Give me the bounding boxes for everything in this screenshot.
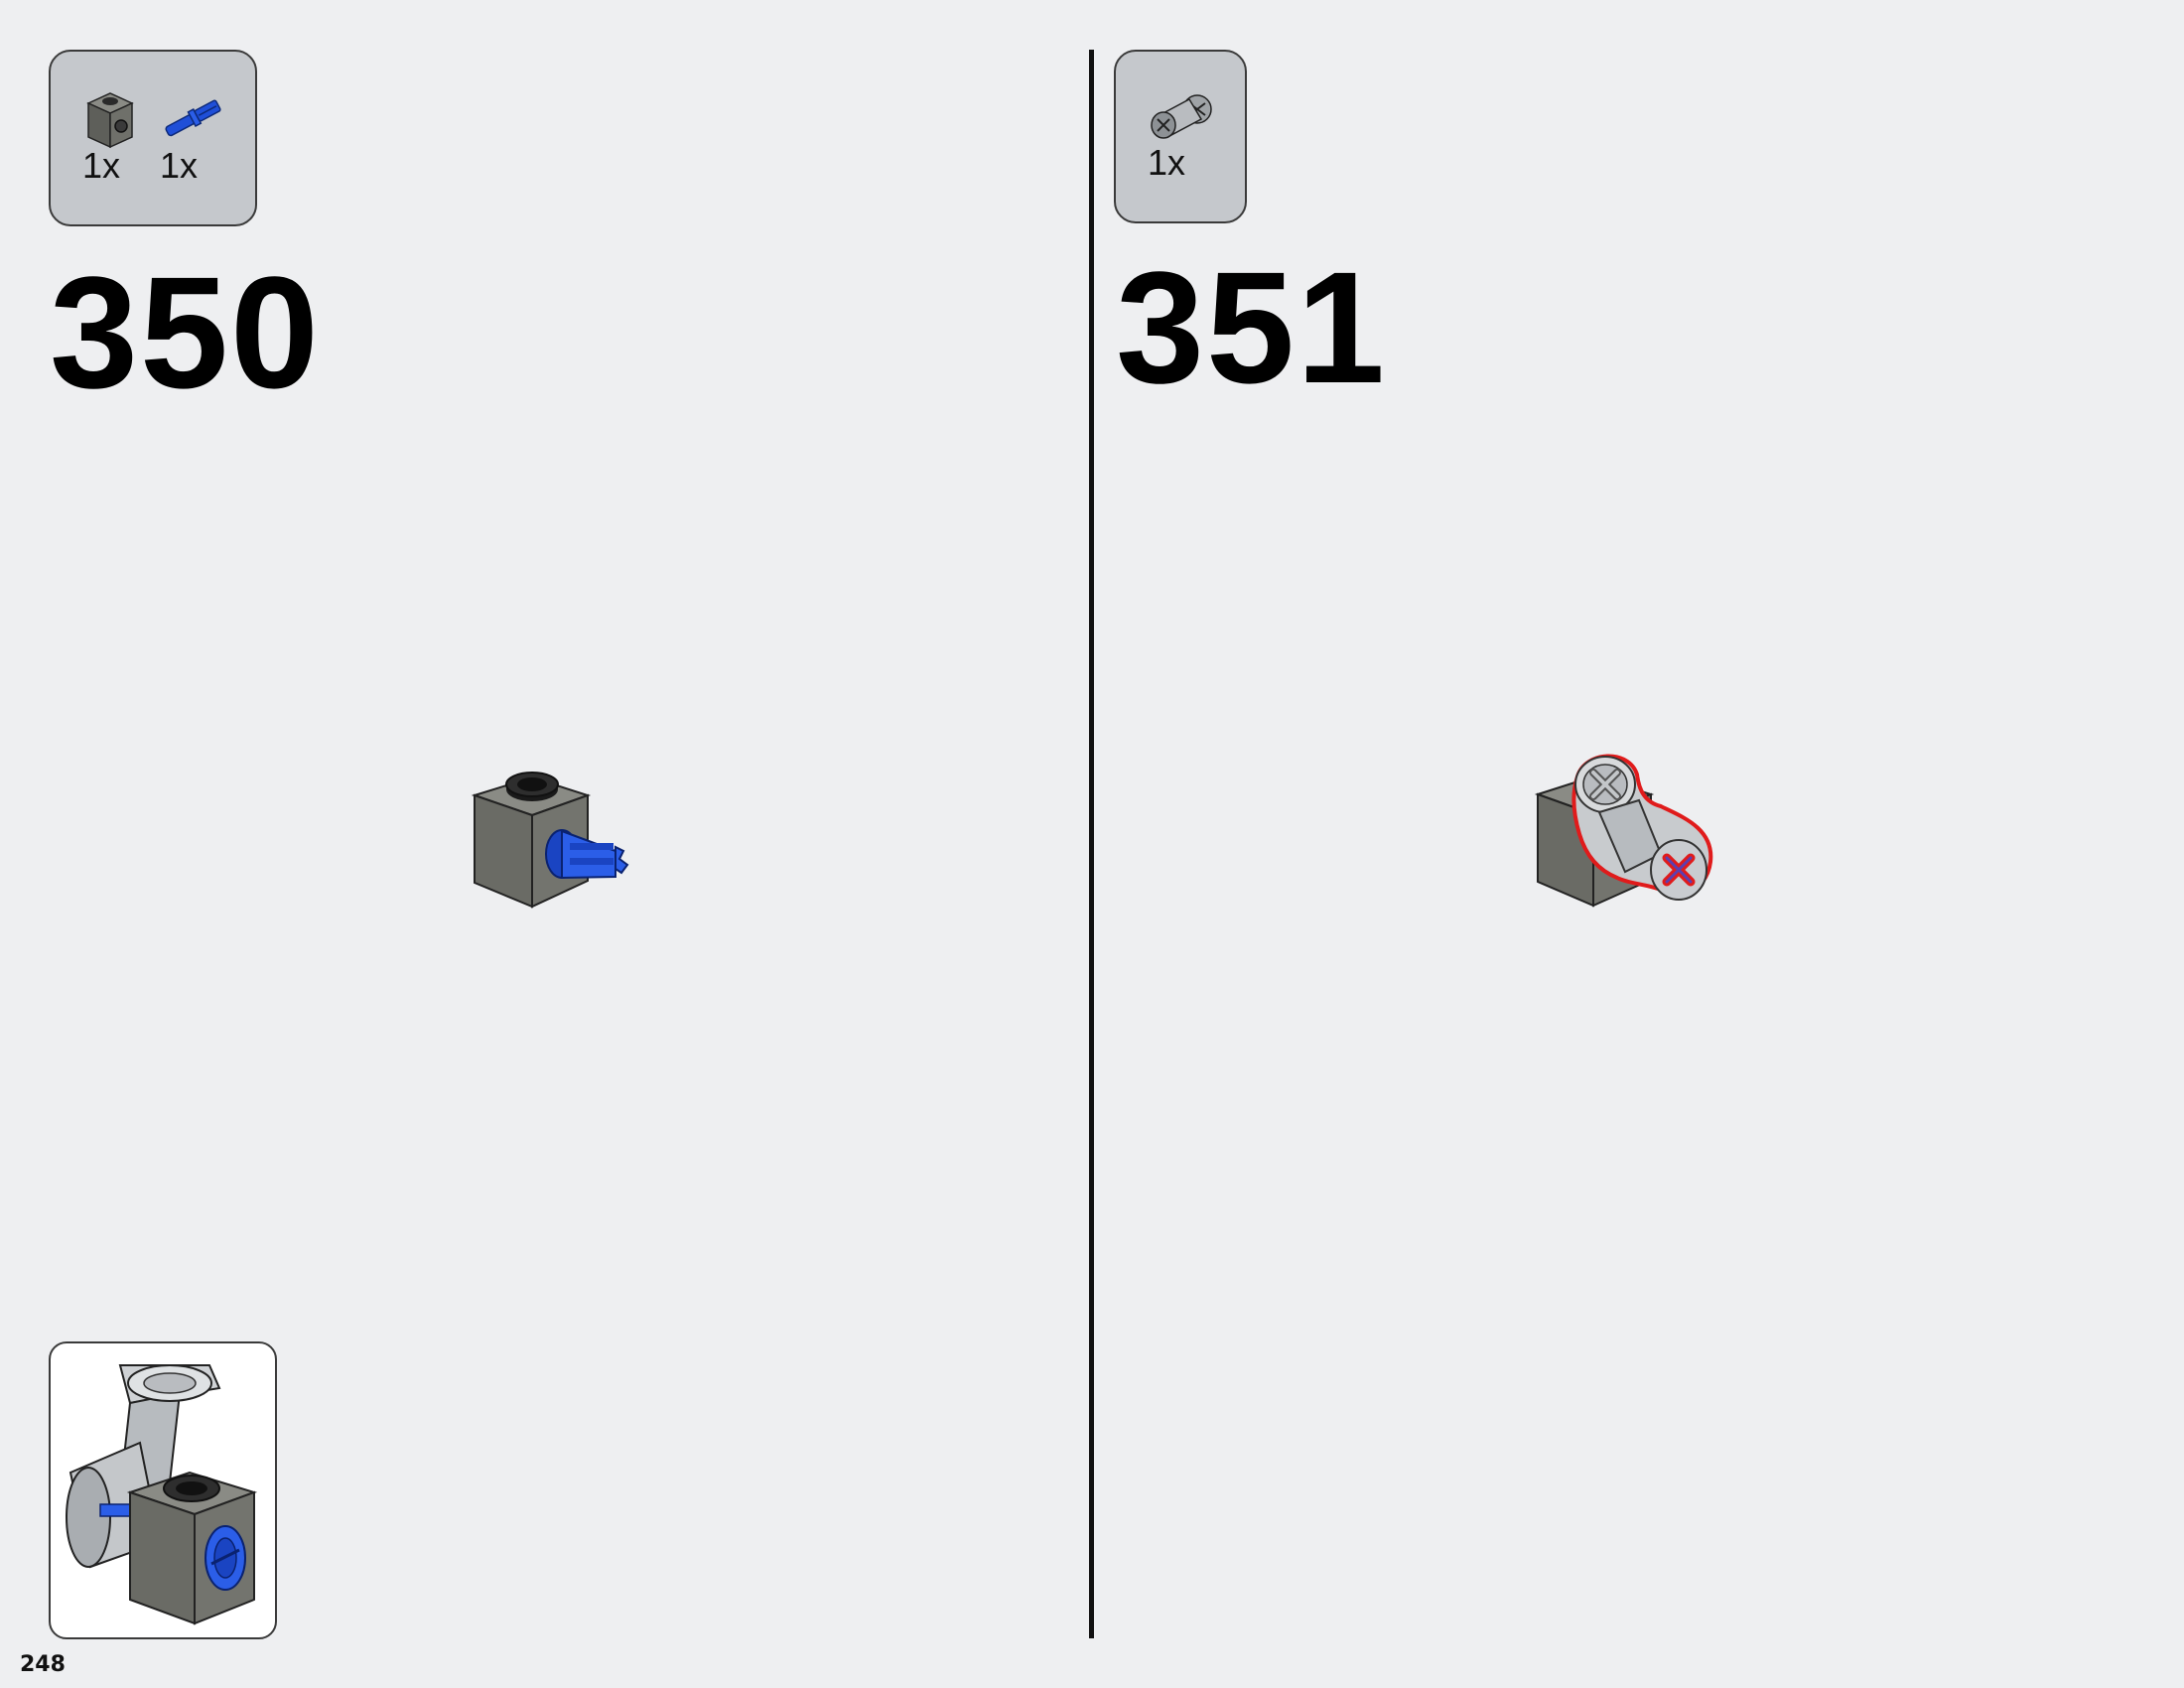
part-quantity: 1x [1148, 142, 1186, 183]
part-quantity: 1x [82, 145, 121, 186]
blue-axle-pin [545, 829, 629, 880]
step-350-assembly-illustration [471, 772, 629, 909]
technic-axle-pin-icon [165, 99, 221, 137]
highlighted-angle-connector [1571, 754, 1713, 901]
part-quantity: 1x [160, 145, 199, 186]
step-divider [1089, 50, 1094, 1638]
assembly-callout [49, 1341, 277, 1639]
technic-brick-1x1-with-hole-icon [86, 92, 134, 149]
step-number: 351 [1116, 238, 1387, 416]
parts-list-box-step-350: 1x 1x [49, 50, 257, 226]
callout-subassembly-illustration [66, 1364, 258, 1625]
step-351-assembly-illustration [1534, 754, 1713, 908]
page-number: 248 [20, 1652, 66, 1677]
parts-list-box-step-351: 1x [1114, 50, 1247, 223]
step-number: 350 [50, 243, 321, 421]
technic-angle-connector-icon [1151, 94, 1212, 139]
